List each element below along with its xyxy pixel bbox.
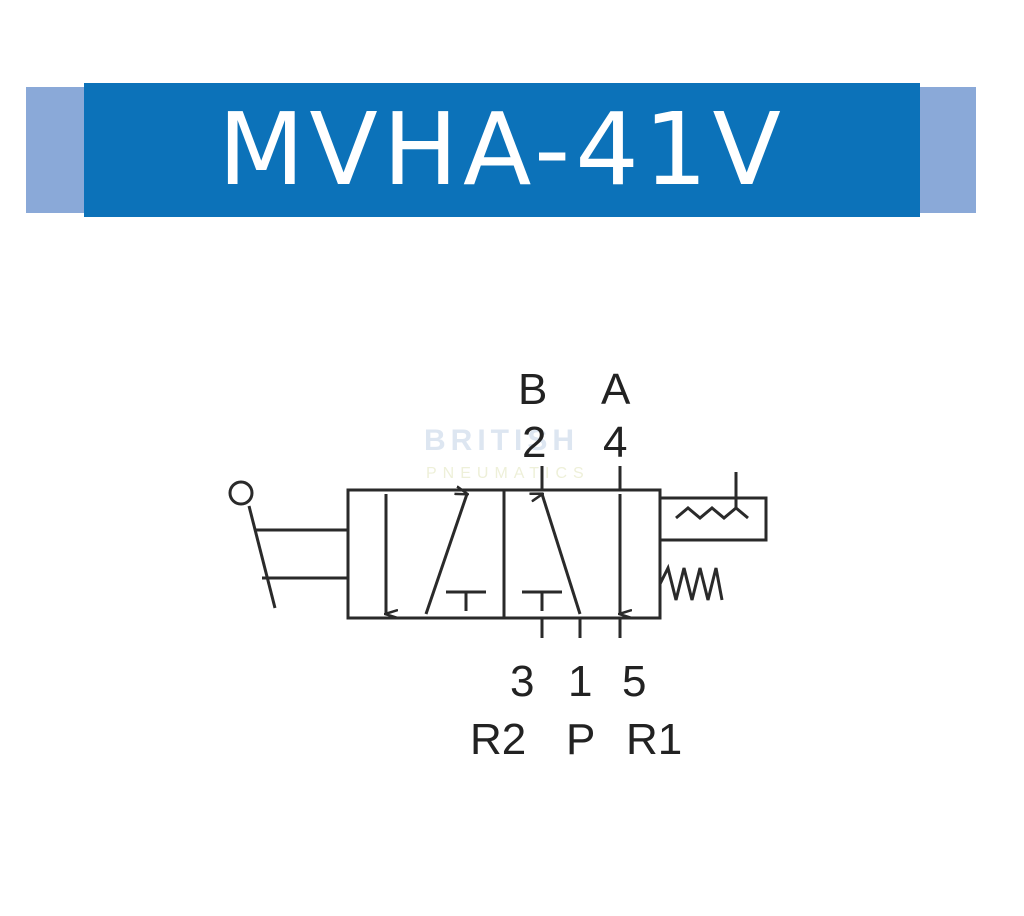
port-number-4: 4: [603, 418, 628, 467]
title-banner: MVHA-41V: [84, 83, 920, 217]
detent-icon: [675, 506, 749, 520]
banner-right-tab: [920, 87, 976, 213]
port-label-B: B: [518, 365, 548, 414]
lever-arm: [247, 505, 277, 609]
flow-arrow: [424, 494, 467, 615]
port-label-A: A: [601, 365, 631, 414]
detent-box: [660, 496, 768, 542]
page-title: MVHA-41V: [218, 91, 786, 208]
flow-arrow: [542, 494, 582, 615]
watermark-text: BRITISH: [424, 424, 579, 457]
port-label-R2: R2: [470, 715, 527, 764]
port-number-3: 3: [510, 657, 535, 706]
port-label-P: P: [566, 715, 596, 764]
roller-icon: [228, 480, 254, 506]
spring-icon: [658, 563, 724, 601]
port-number-1: 1: [568, 657, 593, 706]
banner-left-tab: [26, 87, 84, 213]
port-number-2: 2: [522, 418, 547, 467]
port-label-R1: R1: [626, 715, 683, 764]
watermark-subtext: PNEUMATICS: [426, 465, 590, 482]
port-number-5: 5: [622, 657, 647, 706]
